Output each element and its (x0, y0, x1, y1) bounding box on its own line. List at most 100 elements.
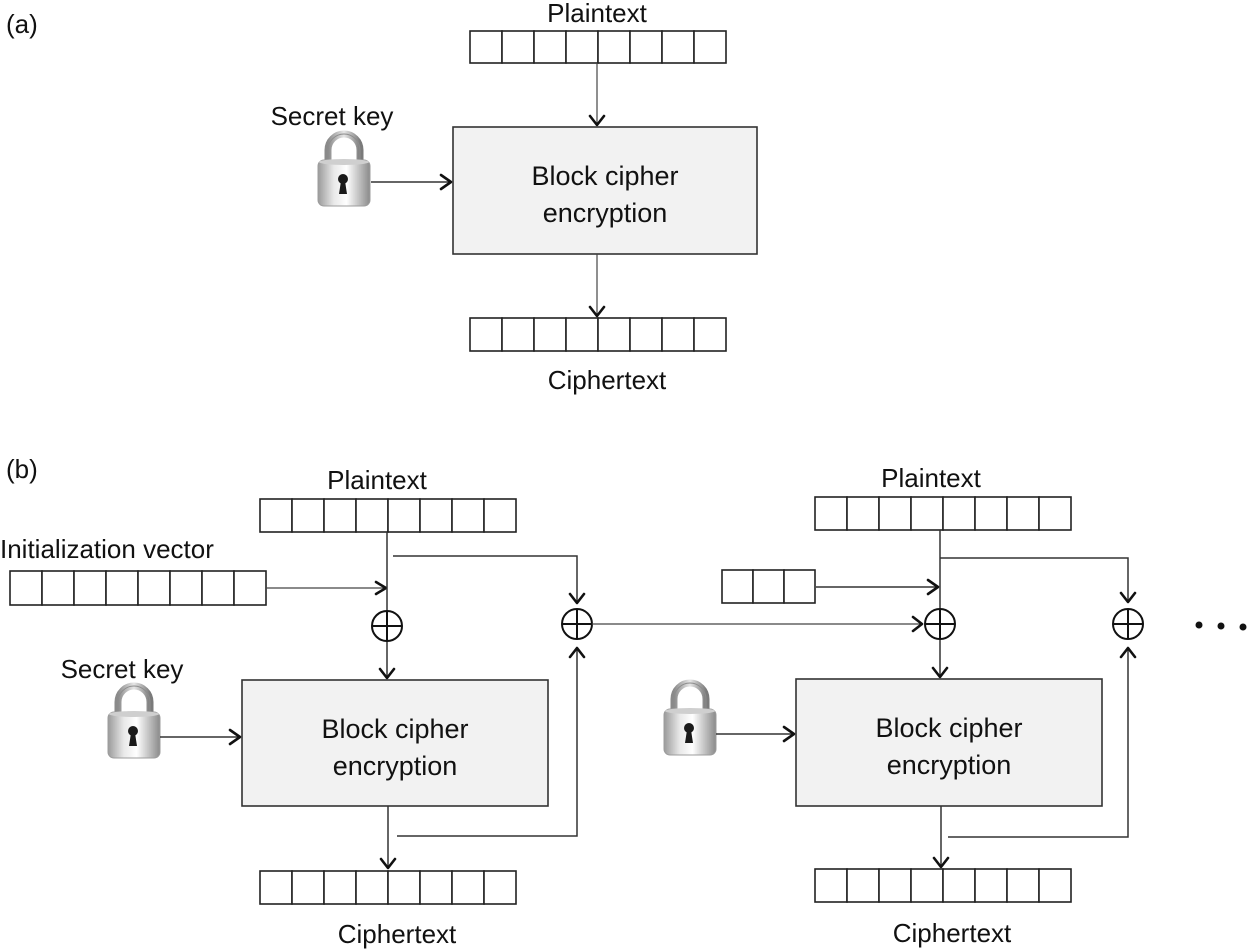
block-cell (259, 498, 293, 533)
block-cell (533, 317, 567, 352)
block-cell (105, 570, 139, 606)
block-cell (451, 870, 485, 905)
block-cell (419, 498, 453, 533)
plaintext-block (259, 498, 517, 533)
arrowhead (439, 173, 453, 191)
block-cell (752, 569, 785, 604)
block-cell (661, 30, 695, 64)
block-cell (201, 570, 235, 606)
padlock-icon (318, 134, 370, 206)
block-cell (721, 569, 754, 604)
block-cell (233, 570, 267, 606)
block-cell (9, 570, 43, 606)
padlock-icon (664, 683, 716, 755)
arrowhead (379, 857, 397, 870)
block-cell (469, 317, 503, 352)
block-cell (387, 870, 421, 905)
arrowhead (568, 646, 586, 659)
block-cell (169, 570, 203, 606)
secret-key-label: Secret key (61, 654, 184, 684)
arrowhead (228, 728, 242, 746)
block-cipher-box: Block cipher encryption (452, 126, 758, 255)
block-cell (291, 498, 325, 533)
plaintext-branch-line (940, 557, 1129, 602)
block-cell (974, 868, 1008, 903)
cipher-box-line2: encryption (333, 751, 458, 781)
block-cell (910, 496, 944, 531)
block-cell (910, 868, 944, 903)
panel-b-tag: (b) (6, 454, 38, 484)
block-cell (483, 870, 517, 905)
plaintext-label: Plaintext (881, 463, 981, 493)
block-cell (629, 317, 663, 352)
arrowhead (911, 615, 924, 633)
block-cell (974, 496, 1008, 531)
block-cell (942, 868, 976, 903)
cipher-box-line1: Block cipher (531, 161, 678, 191)
ciphertext-label: Ciphertext (893, 918, 1012, 948)
arrowhead (1119, 591, 1137, 604)
cipher-box-line2: encryption (887, 750, 1012, 780)
block-cell (565, 30, 599, 64)
arrowhead (782, 725, 796, 743)
block-cell (942, 496, 976, 531)
block-cell (483, 498, 517, 533)
ciphertext-label: Ciphertext (548, 365, 667, 395)
plaintext-branch-line (393, 555, 578, 603)
block-cell (846, 496, 880, 531)
ciphertext-block (259, 870, 517, 905)
arrowhead (931, 666, 949, 679)
cipher-box-line1: Block cipher (321, 714, 468, 744)
block-cipher-box: Block cipher encryption (795, 678, 1103, 807)
block-cell (41, 570, 75, 606)
xor-input (371, 610, 403, 642)
panel-a-tag: (a) (6, 9, 38, 39)
plaintext-block (814, 496, 1072, 531)
block-cell (1038, 868, 1072, 903)
block-cell (1038, 496, 1072, 531)
ciphertext-feedback-line (948, 648, 1129, 838)
padlock-icon (108, 686, 160, 758)
block-cell (629, 30, 663, 64)
arrowhead (1119, 646, 1137, 659)
block-cell (846, 868, 880, 903)
block-cell (783, 569, 816, 604)
panel-b: (b) Plaintext Initialization vector (0, 454, 1247, 949)
arrowhead (932, 856, 950, 869)
xor-output (1112, 608, 1144, 640)
xor-input (924, 608, 956, 640)
block-cell (1006, 868, 1040, 903)
block-cell (661, 317, 695, 352)
block-cell (355, 870, 389, 905)
block-cell (451, 498, 485, 533)
block-cell (387, 498, 421, 533)
block-cell (323, 870, 357, 905)
plaintext-block (469, 30, 727, 64)
cbc-stage-1: Plaintext Initialization vector Secret k… (0, 465, 593, 949)
cipher-box-line2: encryption (543, 198, 668, 228)
block-cell (501, 317, 535, 352)
block-cell (73, 570, 107, 606)
block-cell (597, 30, 631, 64)
block-cell (1006, 496, 1040, 531)
block-cell (469, 30, 503, 64)
arrowhead (374, 580, 388, 596)
panel-a: (a) Plaintext Secret key Block cipher en… (6, 0, 758, 395)
block-cell (259, 870, 293, 905)
block-cell (814, 496, 848, 531)
block-cell (597, 317, 631, 352)
plaintext-label: Plaintext (547, 0, 647, 28)
cipher-box-line1: Block cipher (875, 713, 1022, 743)
block-cipher-box: Block cipher encryption (241, 679, 549, 807)
arrowhead (568, 592, 586, 605)
partial-vector-block (721, 569, 816, 604)
block-cell (137, 570, 171, 606)
arrowhead (588, 305, 606, 318)
arrowhead (926, 578, 940, 596)
ciphertext-label: Ciphertext (338, 919, 457, 949)
arrowhead (378, 667, 396, 680)
block-cell (878, 496, 912, 531)
secret-key-label: Secret key (271, 101, 394, 131)
block-cell (533, 30, 567, 64)
